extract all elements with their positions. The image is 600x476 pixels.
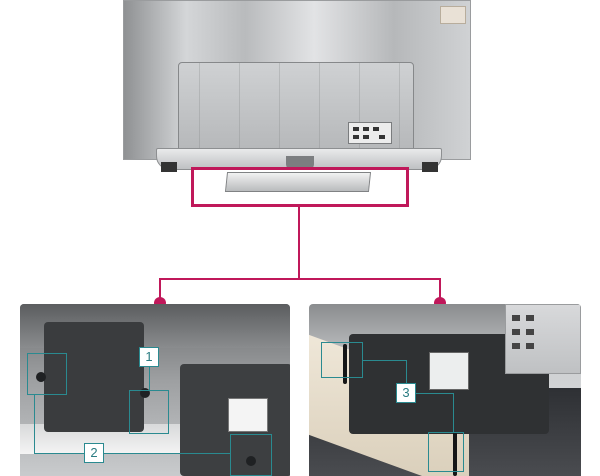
connector-vertical (298, 207, 300, 279)
tv-back-module (178, 62, 414, 158)
tv-ports-panel (348, 122, 392, 144)
tv-foot-left (161, 162, 177, 172)
callout-number-1: 1 (139, 347, 159, 367)
callout-3-line-v-right (453, 393, 454, 432)
callout-3-line-left (363, 360, 407, 361)
cable-left (343, 344, 347, 384)
callout-box-rear-left (27, 353, 67, 395)
callout-box-bottom-right (230, 434, 272, 476)
callout-number-3: 3 (396, 383, 416, 403)
callout-box-center (129, 390, 169, 434)
tv-label-sticker (440, 6, 466, 24)
detail-left-sticker (228, 398, 268, 432)
callout-2-line-h1 (34, 453, 84, 454)
cable-right (453, 432, 457, 476)
tv-foot-right (422, 162, 438, 172)
stand-highlight-box (191, 167, 409, 207)
connector-left-drop (159, 278, 161, 302)
detail-right-sticker (429, 352, 469, 390)
callout-box-right-bottom (428, 432, 464, 472)
connector-horizontal (159, 278, 441, 280)
detail-photo-left (20, 304, 290, 476)
callout-1-line (149, 366, 150, 390)
stand-neck (286, 156, 314, 170)
callout-3-line-v-left (406, 360, 407, 383)
detail-photo-right (309, 304, 581, 476)
detail-right-ports (505, 304, 581, 374)
detail-left-bracket (44, 322, 144, 432)
callout-box-right-top (321, 342, 363, 378)
connector-right-drop (439, 278, 441, 302)
bolt-icon (246, 456, 256, 466)
callout-number-2: 2 (84, 443, 104, 463)
callout-2-line-left (34, 395, 35, 453)
bolt-icon (36, 372, 46, 382)
callout-3-line-h (416, 393, 454, 394)
callout-2-line-h2 (104, 453, 230, 454)
bolt-icon (140, 388, 150, 398)
